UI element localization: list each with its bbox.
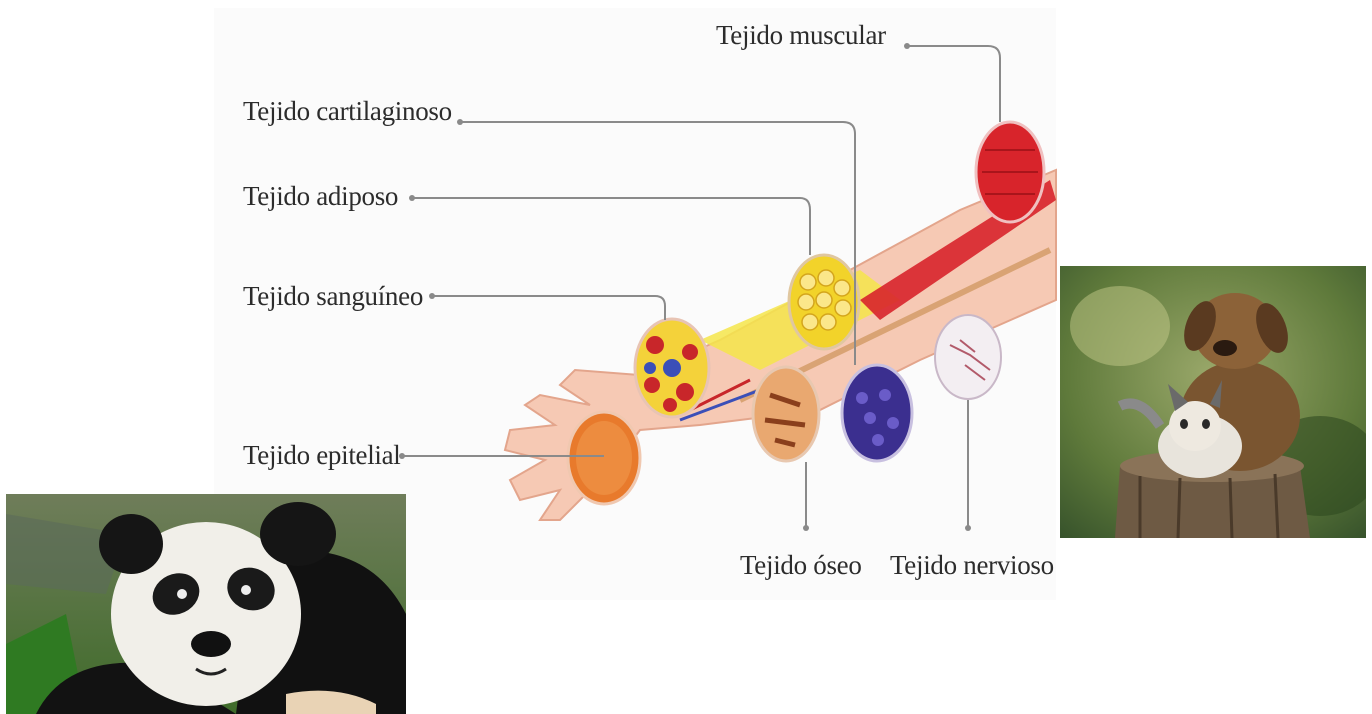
- fat-tissue-circle: [789, 255, 859, 349]
- blood-tissue-circle: [635, 319, 709, 417]
- puppy-and-kitten-photo: [1060, 266, 1366, 538]
- label-tejido-oseo: Tejido óseo: [740, 552, 862, 579]
- label-tejido-epitelial: Tejido epitelial: [243, 442, 401, 469]
- label-tejido-sanguineo: Tejido sanguíneo: [243, 283, 423, 310]
- label-tejido-cartilaginoso: Tejido cartilaginoso: [243, 98, 452, 125]
- label-tejido-muscular: Tejido muscular: [716, 22, 886, 49]
- epithelial-tissue-circle: [568, 412, 640, 504]
- label-tejido-adiposo: Tejido adiposo: [243, 183, 398, 210]
- nerve-tissue-circle: [935, 315, 1001, 399]
- muscle-tissue-circle: [976, 122, 1044, 222]
- panda-photo: [6, 494, 406, 714]
- cartilage-tissue-circle: [842, 365, 912, 461]
- bone-tissue-circle: [753, 367, 819, 461]
- label-tejido-nervioso: Tejido nervioso: [890, 552, 1054, 579]
